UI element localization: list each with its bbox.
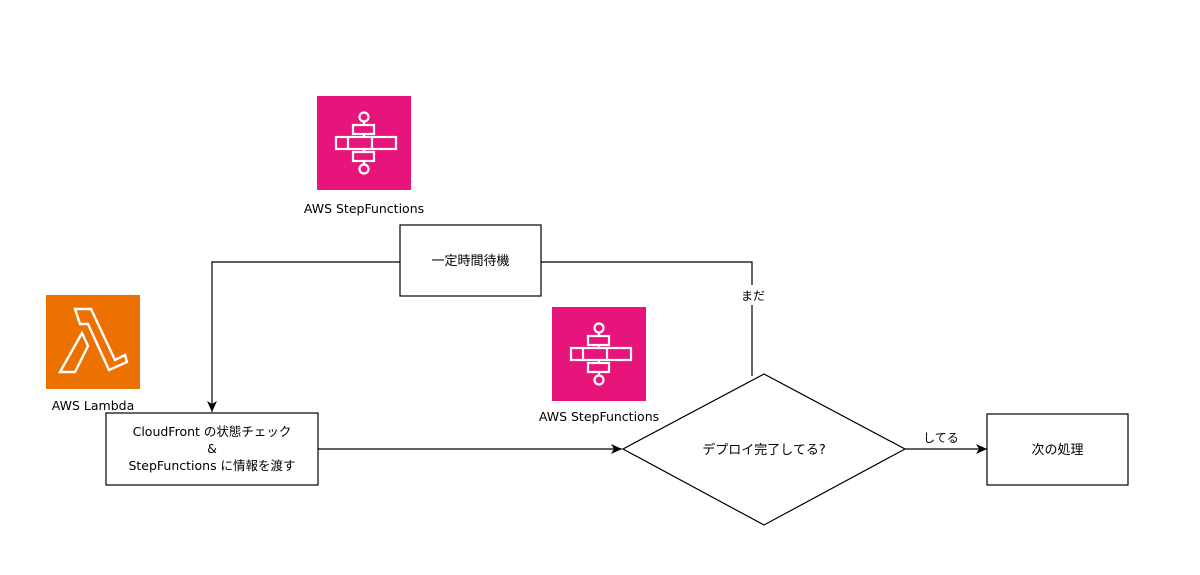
step-functions-icon [317,96,411,190]
step-functions-mid-label: AWS StepFunctions [539,409,659,424]
lambda-icon [46,295,140,389]
node-check-line2: & [207,441,217,456]
node-wait[interactable]: 一定時間待機 [399,224,542,297]
node-next-label: 次の処理 [1031,442,1083,458]
node-wait-label: 一定時間待機 [431,254,509,269]
node-decision-label: デプロイ完了してる? [702,442,826,458]
step-functions-icon [552,307,646,401]
node-next[interactable]: 次の処理 [986,413,1129,486]
edge-label-done: してる [923,431,959,445]
step-functions-top-label: AWS StepFunctions [304,201,424,216]
edge-label-not-yet: まだ [741,289,765,303]
edge-decision-to-wait [541,261,753,376]
node-check-line3: StepFunctions に情報を渡す [128,458,295,473]
node-check[interactable]: CloudFront の状態チェック & StepFunctions に情報を渡… [105,412,319,486]
edge-wait-to-check [207,261,400,412]
node-check-line1: CloudFront の状態チェック [133,424,292,439]
node-decision[interactable]: デプロイ完了してる? [621,373,907,526]
lambda-label: AWS Lambda [52,398,134,413]
